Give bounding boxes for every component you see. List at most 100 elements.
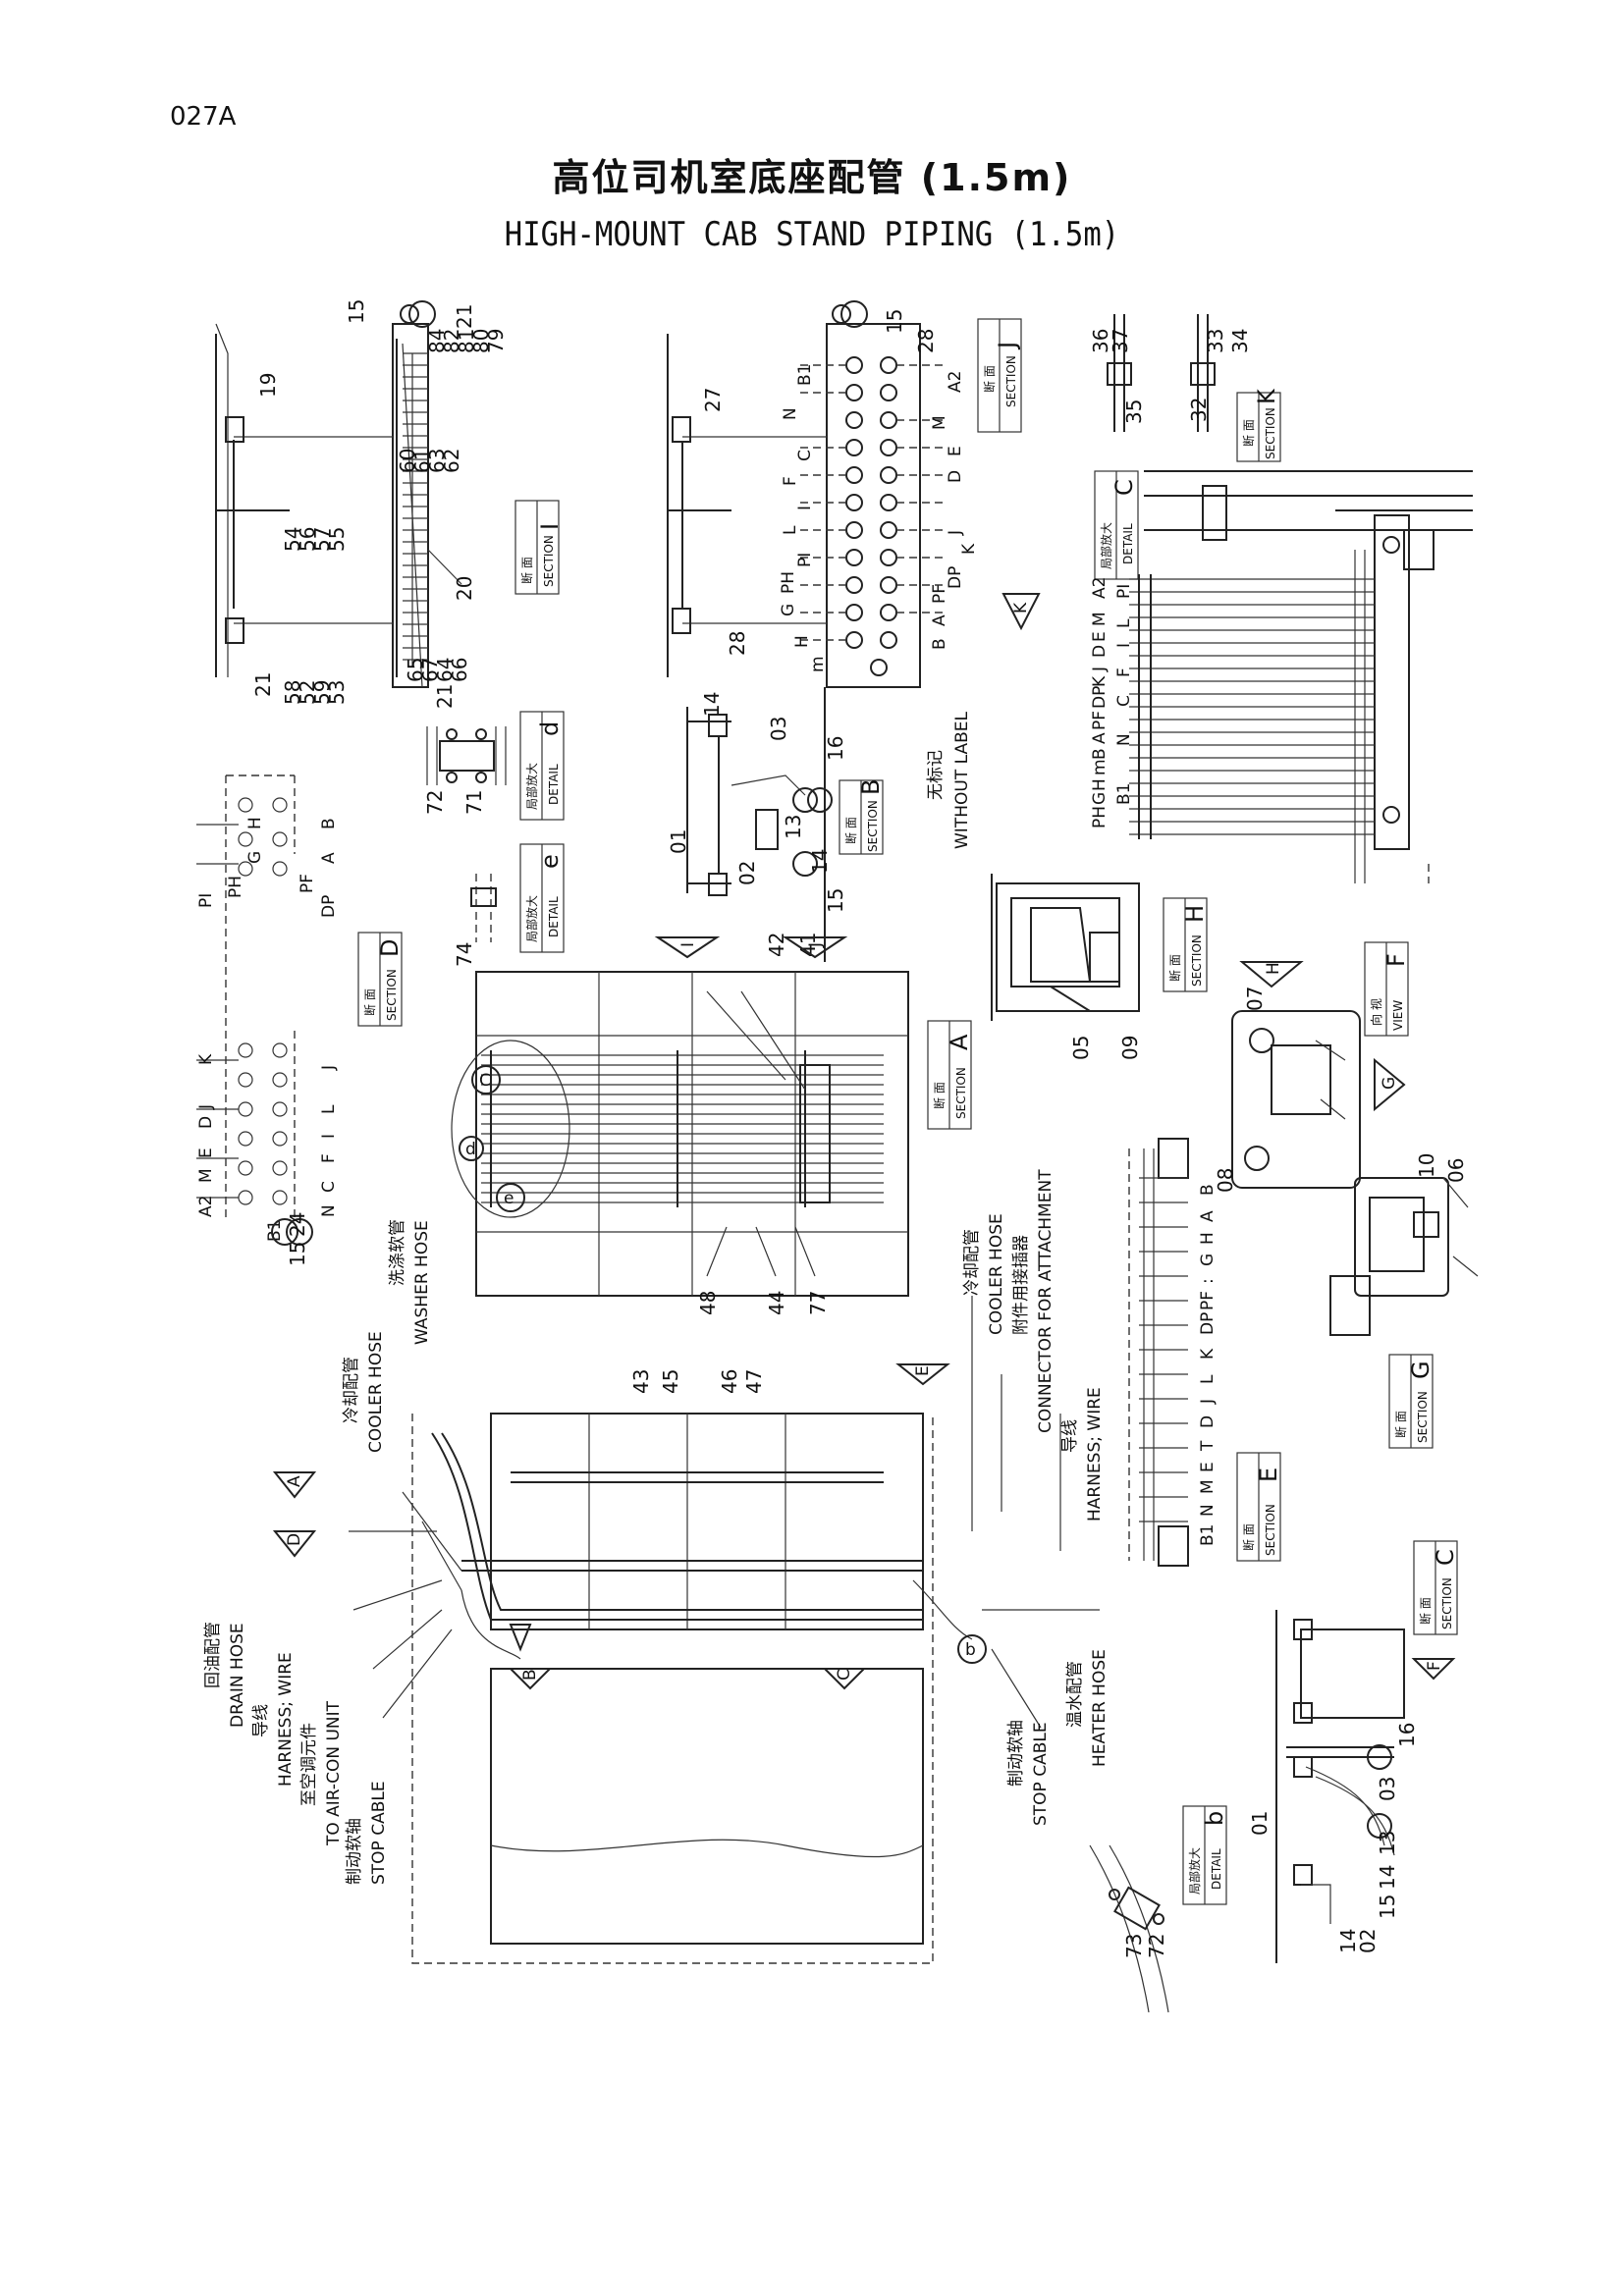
marker-b-bot: B bbox=[520, 1669, 540, 1681]
bundle-hoses bbox=[1129, 574, 1375, 839]
part-56: 56 bbox=[296, 527, 319, 552]
section-d-cn: 断 面 bbox=[362, 988, 377, 1016]
se-11: T bbox=[1198, 1440, 1218, 1452]
part-79: 79 bbox=[484, 329, 508, 353]
bundle-port-12: G bbox=[1090, 792, 1110, 805]
heater-hose-cn: 温水配管 bbox=[1065, 1661, 1085, 1728]
part-01-c: 01 bbox=[1248, 1811, 1272, 1836]
detail-e-cn: 局部放大 bbox=[524, 895, 539, 942]
bundle-port-17: F bbox=[1114, 667, 1134, 677]
main-assembly: b 43 45 46 47 A D B C E F bbox=[272, 1363, 1456, 1964]
bundle-port-11: H bbox=[1090, 778, 1110, 791]
part-35: 35 bbox=[1122, 400, 1146, 424]
se-2: H bbox=[1198, 1232, 1218, 1245]
stop-cable-cn-left: 制动软轴 bbox=[345, 1818, 364, 1885]
view-f-view: 07 08 向 视 VIEW F H G bbox=[1214, 941, 1410, 1193]
sd-top-0: PI bbox=[196, 893, 216, 908]
section-j-view: B1 N C F I L PI PH G H m A2 M E D J K DP… bbox=[667, 300, 1041, 688]
title-block: 高位司机室底座配管 (1.5m) HIGH-MOUNT CAB STAND PI… bbox=[0, 147, 1624, 254]
part-65: 65 bbox=[404, 658, 427, 682]
part-15-d: 15 bbox=[286, 1242, 309, 1266]
marker-i: I bbox=[678, 942, 698, 947]
section-d-en: SECTION bbox=[385, 969, 399, 1021]
se-12: E bbox=[1198, 1462, 1218, 1472]
bundle-port-2: E bbox=[1090, 631, 1110, 642]
section-k-cn: 断 面 bbox=[1241, 419, 1256, 447]
marker-g: G bbox=[1380, 1077, 1399, 1090]
part-48: 48 bbox=[696, 1291, 720, 1315]
bundle-port-5: K bbox=[1090, 675, 1110, 687]
drain-hose-cn: 回油配管 bbox=[203, 1622, 223, 1688]
circle-d-label: d bbox=[465, 1140, 476, 1159]
part-81: 81 bbox=[455, 329, 478, 353]
se-6: DP bbox=[1198, 1312, 1218, 1335]
page-code: 027A bbox=[170, 102, 237, 132]
marker-j: J bbox=[806, 942, 826, 948]
stop-cable-en-right: STOP CABLE bbox=[1031, 1722, 1051, 1826]
marker-c-bot: C bbox=[835, 1669, 854, 1681]
section-j-ports bbox=[845, 356, 897, 676]
bundle-port-6: DP bbox=[1090, 686, 1110, 709]
part-16: 16 bbox=[824, 736, 847, 761]
sd-lb-1: N bbox=[319, 1204, 339, 1217]
sd-top-1: PH bbox=[226, 876, 245, 898]
se-8: L bbox=[1198, 1374, 1218, 1384]
detail-b-cn: 局部放大 bbox=[1187, 1847, 1202, 1895]
section-b-view: 14 03 16 01 02 13 14 15 断 面 SECTION B 无标… bbox=[667, 687, 972, 962]
part-06: 06 bbox=[1444, 1158, 1468, 1183]
circle-e-label: e bbox=[504, 1189, 514, 1208]
part-20: 20 bbox=[453, 576, 476, 601]
part-09: 09 bbox=[1118, 1036, 1142, 1060]
part-43: 43 bbox=[629, 1369, 653, 1394]
sd-top-2: G bbox=[245, 851, 265, 864]
part-58: 58 bbox=[281, 680, 304, 705]
detail-e-en: DETAIL bbox=[547, 896, 561, 937]
main-hoses bbox=[431, 1432, 973, 1660]
marker-a-bot: A bbox=[285, 1475, 304, 1487]
section-h-letter: H bbox=[1181, 905, 1209, 923]
stop-cable-en-left: STOP CABLE bbox=[369, 1781, 389, 1885]
bundle-port-15: L bbox=[1114, 618, 1134, 628]
sd-lb-3: F bbox=[319, 1153, 339, 1163]
part-77: 77 bbox=[806, 1291, 830, 1315]
part-15-b: 15 bbox=[824, 888, 847, 913]
se-15: B1 bbox=[1198, 1524, 1218, 1546]
section-a-letter: A bbox=[946, 1034, 973, 1050]
port-j-l10: m bbox=[808, 656, 828, 672]
section-a-en: SECTION bbox=[954, 1067, 968, 1119]
view-f-en: VIEW bbox=[1391, 1000, 1405, 1031]
bundle-port-7: PF bbox=[1090, 711, 1110, 730]
circle-b-label: b bbox=[965, 1640, 976, 1660]
detail-b-letter: b bbox=[1201, 1811, 1228, 1826]
detail-d-en: DETAIL bbox=[547, 764, 561, 805]
port-j-r2: E bbox=[946, 446, 965, 456]
sd-bot-2: A bbox=[319, 852, 339, 864]
detail-c-view: 局部放大 DETAIL C A2 M E D J K DP PF A B m H… bbox=[1090, 470, 1473, 883]
section-g-letter: G bbox=[1407, 1361, 1435, 1379]
part-84: 84 bbox=[425, 329, 449, 353]
part-32: 32 bbox=[1187, 398, 1211, 422]
section-e-cn: 断 面 bbox=[1241, 1523, 1256, 1551]
section-a-cn: 断 面 bbox=[932, 1082, 947, 1109]
se-3: G bbox=[1198, 1254, 1218, 1266]
part-33: 33 bbox=[1204, 329, 1227, 353]
port-j-r0: A2 bbox=[946, 371, 965, 393]
section-e-view: B A H G : PF DP K L J D T E M N B1 断 面 S… bbox=[1128, 1138, 1282, 1567]
stop-cable-cn-right: 制动软轴 bbox=[1006, 1720, 1026, 1787]
section-c-en: SECTION bbox=[1440, 1577, 1454, 1629]
part-61: 61 bbox=[410, 449, 434, 473]
sd-lt-4: J bbox=[196, 1104, 216, 1110]
part-60: 60 bbox=[396, 449, 419, 473]
port-j-r6: DP bbox=[946, 566, 965, 589]
harness-en-left: HARNESS; WIRE bbox=[276, 1652, 296, 1787]
port-j-l2: C bbox=[795, 450, 815, 461]
connector-cn: 附件用接插器 bbox=[1011, 1235, 1031, 1335]
part-72: 72 bbox=[423, 790, 447, 815]
part-28-b: 28 bbox=[726, 631, 749, 656]
detail-c-letter: C bbox=[1110, 479, 1138, 496]
part-21-b: 21 bbox=[251, 672, 275, 697]
section-h-view: 05 09 断 面 SECTION H bbox=[991, 874, 1209, 1060]
marker-e-bot: E bbox=[913, 1365, 933, 1376]
section-h-en: SECTION bbox=[1190, 934, 1204, 987]
sd-lb-2: C bbox=[319, 1181, 339, 1193]
